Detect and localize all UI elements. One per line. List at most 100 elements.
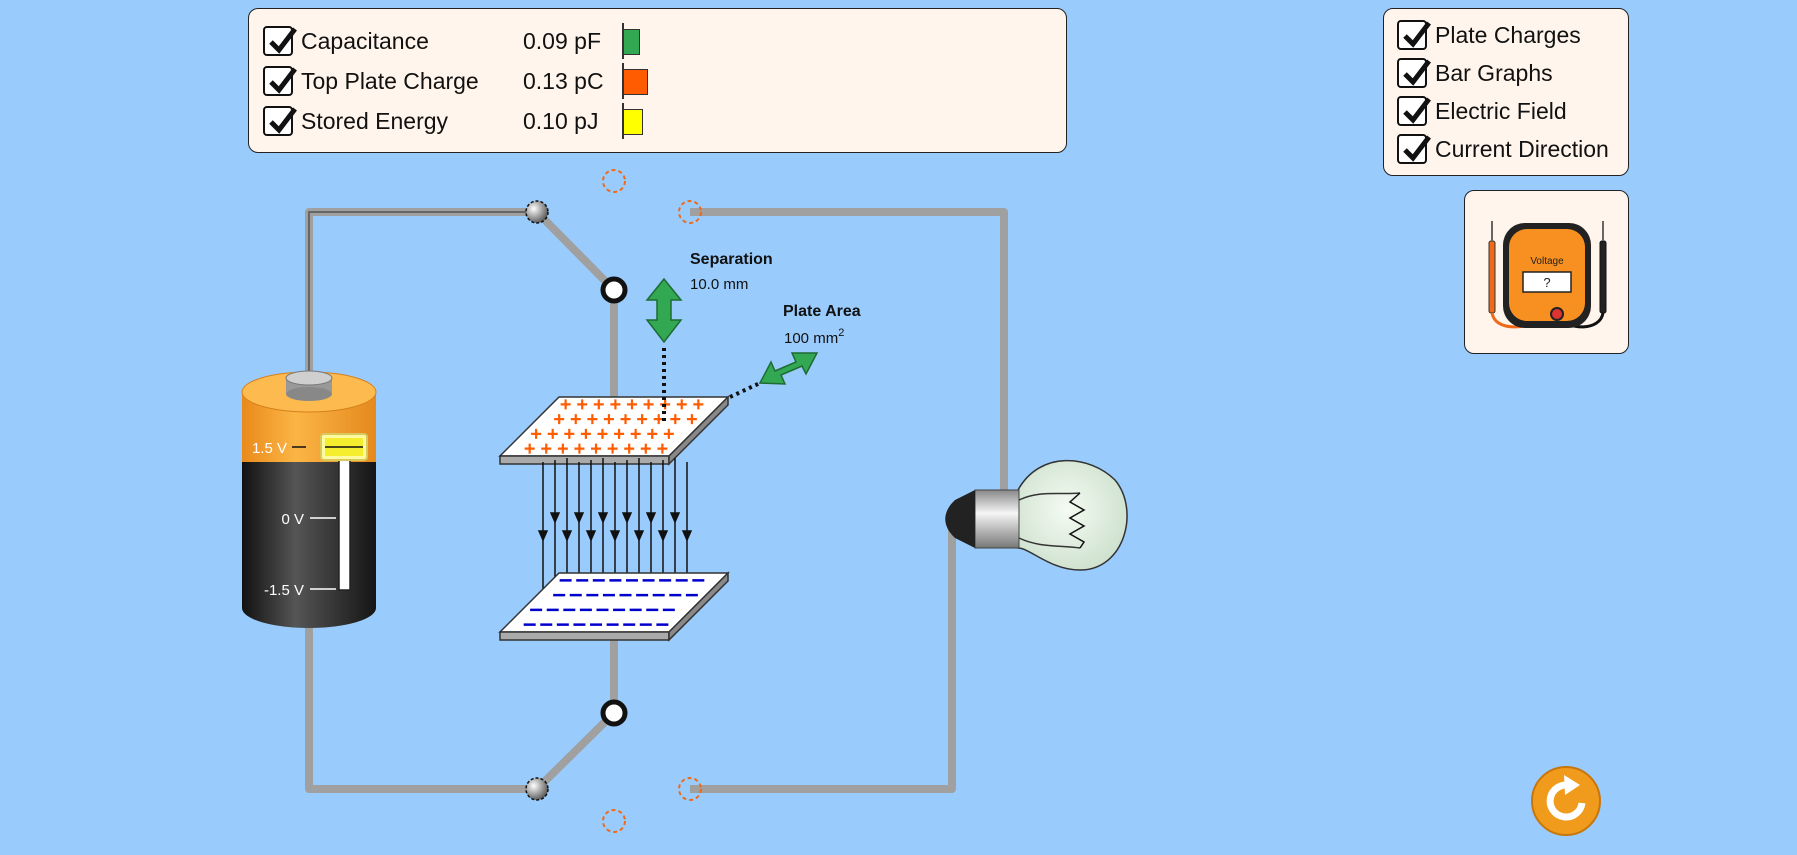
bulb-filament [1068, 492, 1086, 549]
positive-charge [626, 399, 637, 410]
top-switch-pivot[interactable] [600, 276, 628, 304]
stored-energy-label: Stored Energy [301, 107, 449, 134]
separation-drag-arrow[interactable] [645, 277, 683, 344]
top-plate-charge-bar [623, 69, 648, 95]
current-direction-label: Current Direction [1435, 135, 1609, 162]
wire-top-left [305, 208, 537, 380]
wire-bottom-right [690, 525, 956, 793]
voltmeter-readout: ? [1543, 275, 1550, 290]
field-arrowhead [537, 530, 549, 542]
plate-area-drag-arrow[interactable] [758, 352, 819, 385]
top-switch-arm[interactable] [534, 209, 617, 293]
bottom-switch-arm[interactable] [534, 710, 617, 792]
svg-text:100 mm2: 100 mm2 [784, 327, 844, 347]
bottom-switch-pivot[interactable] [600, 699, 628, 727]
bar-graphs-checkbox[interactable] [1397, 58, 1431, 88]
positive-charge [686, 414, 697, 425]
positive-charge [580, 428, 591, 439]
voltmeter-toolbox[interactable]: Voltage ? [1464, 190, 1629, 354]
plate-charges-label: Plate Charges [1435, 21, 1581, 48]
bottom-right-switch-contact[interactable] [678, 777, 702, 801]
positive-charge [610, 399, 621, 410]
positive-charge [570, 414, 581, 425]
battery: 1.5 V 0 V -1.5 V [241, 370, 377, 628]
positive-charge [614, 428, 625, 439]
bar-graphs-toggle[interactable]: Bar Graphs [1397, 56, 1553, 90]
positive-charges [524, 399, 704, 454]
positive-charge [643, 399, 654, 410]
positive-charge [676, 399, 687, 410]
top-plate-charge-label: Top Plate Charge [301, 67, 479, 94]
battery-voltage-slider-track[interactable] [338, 444, 351, 591]
electric-field-checkbox[interactable] [1397, 96, 1431, 126]
wire-bottom-left [305, 625, 537, 793]
capacitance-value: 0.09 pF [523, 27, 601, 54]
separation-value: 10.0 mm [690, 276, 748, 293]
top-plate-charge-bar-graph [618, 63, 648, 99]
field-arrowhead [669, 512, 681, 524]
top-left-switch-contact[interactable] [525, 200, 549, 224]
current-direction-toggle[interactable]: Current Direction [1397, 132, 1609, 166]
positive-charge [630, 428, 641, 439]
top-plate [498, 395, 730, 466]
positive-charge [603, 414, 614, 425]
capacitance-label: Capacitance [301, 27, 429, 54]
bar-graphs-label: Bar Graphs [1435, 59, 1553, 86]
top-plate-charge-value: 0.13 pC [523, 67, 604, 94]
battery-label-zero: 0 V [281, 511, 304, 528]
current-direction-checkbox[interactable] [1397, 134, 1431, 164]
plate-charges-toggle[interactable]: Plate Charges [1397, 18, 1581, 52]
plate-area-title: Plate Area [783, 303, 861, 320]
battery-label-max: 1.5 V [252, 440, 287, 457]
field-arrowhead [585, 530, 597, 542]
reset-icon [1546, 781, 1586, 821]
plate-area-unit-superscript: 2 [838, 327, 844, 339]
voltmeter-icon[interactable]: Voltage ? [1465, 191, 1630, 355]
positive-charge [670, 414, 681, 425]
capacitance-bar [623, 29, 640, 55]
positive-charge [541, 443, 552, 454]
positive-charge [587, 414, 598, 425]
plate-area-guide [729, 381, 761, 399]
top-plate-charge-checkbox[interactable] [263, 66, 297, 96]
measurement-panel: Capacitance 0.09 pF Top Plate Charge 0.1… [248, 8, 1067, 153]
field-arrowhead [657, 530, 669, 542]
electric-field-label: Electric Field [1435, 97, 1567, 124]
positive-charge [597, 428, 608, 439]
stored-energy-checkbox[interactable] [263, 106, 297, 136]
field-arrowhead [561, 530, 573, 542]
plate-charges-checkbox[interactable] [1397, 20, 1431, 50]
plate-area-value: 100 mm [784, 330, 838, 347]
voltmeter-title: Voltage [1530, 256, 1564, 267]
positive-charge [531, 428, 542, 439]
top-open-contact[interactable] [602, 169, 626, 193]
bottom-left-switch-contact[interactable] [525, 777, 549, 801]
positive-charge [591, 443, 602, 454]
wire-top-right [690, 208, 1008, 495]
meter-row-capacitance: Capacitance 0.09 pF [263, 23, 648, 59]
capacitance-checkbox[interactable] [263, 26, 297, 56]
field-arrowhead [597, 512, 609, 524]
field-arrowhead [621, 512, 633, 524]
stored-energy-bar [623, 109, 643, 135]
field-arrowhead [573, 512, 585, 524]
positive-charge [624, 443, 635, 454]
field-arrowhead [645, 512, 657, 524]
bottom-open-contact[interactable] [602, 809, 626, 833]
positive-charge [607, 443, 618, 454]
positive-charge [593, 399, 604, 410]
positive-charge [663, 428, 674, 439]
field-arrowhead [633, 530, 645, 542]
meter-row-top-plate-charge: Top Plate Charge 0.13 pC [263, 63, 648, 99]
reset-all-button[interactable] [1530, 765, 1602, 837]
positive-charge [564, 428, 575, 439]
negative-charges [523, 579, 705, 626]
separation-title: Separation [690, 251, 773, 268]
positive-charge [657, 443, 668, 454]
capacitance-bar-graph [618, 23, 648, 59]
top-right-switch-contact[interactable] [678, 200, 702, 224]
bottom-plate [498, 571, 730, 642]
battery-label-min: -1.5 V [264, 582, 304, 599]
light-bulb [945, 459, 1128, 571]
electric-field-toggle[interactable]: Electric Field [1397, 94, 1567, 128]
